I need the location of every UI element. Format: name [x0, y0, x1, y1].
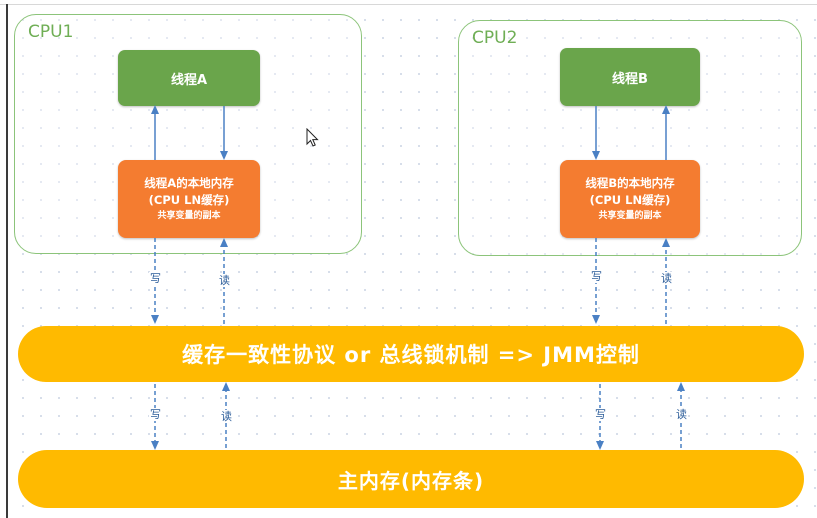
- read-label-b-bottom: 读: [675, 408, 688, 421]
- write-label-a-top: 写: [149, 272, 162, 285]
- cpu2-label: CPU2: [472, 28, 518, 48]
- diagram-canvas: [8, 5, 817, 518]
- write-label-b-bottom: 写: [594, 408, 607, 421]
- write-label-a-bottom: 写: [149, 408, 162, 421]
- cache-b-box: 线程B的本地内存 (CPU LN缓存) 共享变量的副本: [560, 160, 700, 238]
- cache-a-box: 线程A的本地内存 (CPU LN缓存) 共享变量的副本: [118, 160, 260, 238]
- cache-b-subtitle: (CPU LN缓存): [589, 192, 671, 207]
- mouse-pointer-icon: [306, 128, 319, 147]
- window-left-border: [6, 4, 8, 518]
- thread-a-box: 线程A: [118, 50, 260, 106]
- cache-a-note: 共享变量的副本: [157, 210, 221, 221]
- cpu1-label: CPU1: [28, 22, 74, 42]
- cache-b-title: 线程B的本地内存: [585, 175, 675, 190]
- cache-a-title: 线程A的本地内存: [144, 175, 234, 190]
- cache-b-note: 共享变量的副本: [598, 210, 662, 221]
- main-memory-bar: 主内存(内存条): [18, 450, 804, 508]
- cache-coherence-bus-bar: 缓存一致性协议 or 总线锁机制 => JMM控制: [18, 326, 804, 382]
- read-label-a-bottom: 读: [220, 410, 233, 423]
- thread-b-box: 线程B: [560, 48, 700, 106]
- read-label-a-top: 读: [218, 274, 231, 287]
- window-top-border: [0, 4, 817, 5]
- write-label-b-top: 写: [590, 270, 603, 283]
- read-label-b-top: 读: [660, 272, 673, 285]
- cache-a-subtitle: (CPU LN缓存): [148, 192, 230, 207]
